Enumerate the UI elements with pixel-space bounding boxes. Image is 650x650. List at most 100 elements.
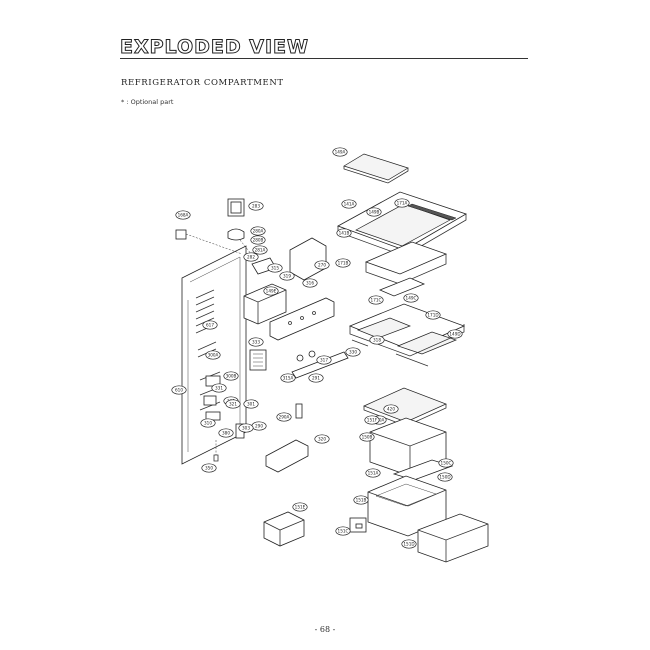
- page-number: - 68 -: [314, 625, 336, 634]
- svg-text:300B: 300B: [226, 374, 237, 379]
- svg-text:168A: 168A: [178, 213, 189, 218]
- svg-text:280B: 280B: [253, 238, 264, 243]
- svg-text:151A: 151A: [368, 471, 379, 476]
- callout-150c: 150C: [438, 458, 454, 468]
- svg-text:321: 321: [229, 402, 237, 407]
- dairy-case: [263, 511, 305, 547]
- section-subtitle: REFRIGERATOR COMPARTMENT: [121, 78, 284, 88]
- svg-text:282: 282: [247, 255, 255, 260]
- svg-text:350: 350: [205, 466, 213, 471]
- callout-300a: 300A: [205, 350, 221, 360]
- svg-text:149D: 149D: [449, 332, 460, 337]
- callout-420: 420: [383, 404, 399, 414]
- svg-text:280A: 280A: [253, 229, 264, 234]
- svg-text:270: 270: [318, 263, 326, 268]
- callout-300b: 300B: [223, 371, 239, 381]
- svg-text:149B: 149B: [369, 210, 380, 215]
- callout-141b: 141B: [336, 228, 352, 238]
- svg-text:291: 291: [312, 376, 320, 381]
- callout-168a: 168A: [175, 210, 191, 220]
- svg-text:171A: 171A: [397, 201, 408, 206]
- svg-text:380: 380: [222, 431, 230, 436]
- callout-151d: 151D: [401, 539, 417, 549]
- callout-149b: 149B: [366, 207, 382, 217]
- svg-text:617: 617: [206, 323, 214, 328]
- damper-cover: [289, 237, 327, 281]
- shelf-stack: [337, 153, 489, 563]
- control-panel: [269, 297, 335, 341]
- svg-text:141B: 141B: [339, 231, 350, 236]
- svg-text:303: 303: [242, 426, 250, 431]
- title-underline: [120, 58, 528, 59]
- svg-text:150D: 150D: [439, 475, 450, 480]
- pantry-drawer: [417, 513, 489, 563]
- svg-text:149E: 149E: [266, 289, 277, 294]
- callout-281a: 281A: [252, 245, 268, 255]
- top-shelf-glass: [343, 153, 409, 181]
- cabinet-wall: [175, 229, 247, 465]
- svg-text:320: 320: [318, 437, 326, 442]
- svg-text:310: 310: [204, 421, 212, 426]
- callout-270: 270: [314, 260, 330, 270]
- callout-319: 319: [279, 271, 295, 281]
- callout-380: 380: [218, 428, 234, 438]
- callout-149d: 149D: [447, 329, 463, 339]
- callout-171d: 171D: [425, 310, 441, 320]
- svg-text:151B: 151B: [356, 498, 367, 503]
- callout-350: 350: [201, 463, 217, 473]
- callout-317: 317: [316, 355, 332, 365]
- lamp-socket: [227, 228, 245, 241]
- svg-text:301: 301: [247, 402, 255, 407]
- callout-151f: 151F: [364, 415, 380, 425]
- callout-291: 291: [308, 373, 324, 383]
- callout-282: 282: [243, 252, 259, 262]
- callout-150d: 150D: [437, 472, 453, 482]
- callout-280a: 280A: [250, 226, 266, 236]
- svg-text:315: 315: [271, 266, 279, 271]
- svg-text:151D: 151D: [403, 542, 414, 547]
- callout-149e: 149E: [263, 286, 279, 296]
- top-bracket: [175, 229, 187, 240]
- svg-text:290A: 290A: [279, 415, 290, 420]
- svg-text:333: 333: [252, 340, 260, 345]
- callout-151e: 151E: [292, 502, 308, 512]
- callout-149c: 149C: [403, 293, 419, 303]
- svg-text:300A: 300A: [208, 353, 219, 358]
- svg-text:171D: 171D: [427, 313, 438, 318]
- optional-part-note: * : Optional part: [121, 98, 174, 106]
- callout-333: 333: [248, 337, 264, 347]
- callout-290a: 290A: [276, 412, 292, 422]
- svg-text:171B: 171B: [338, 261, 349, 266]
- callout-151a: 151A: [365, 468, 381, 478]
- svg-text:281A: 281A: [255, 248, 266, 253]
- svg-text:171C: 171C: [371, 298, 382, 303]
- callout-617: 617: [202, 320, 218, 330]
- callout-150b: 150B: [359, 432, 375, 442]
- svg-text:420: 420: [387, 407, 395, 412]
- callout-280b: 280B: [250, 235, 266, 245]
- svg-text:150B: 150B: [362, 435, 373, 440]
- callout-149a: 149A: [332, 147, 348, 157]
- callout-330: 330: [345, 347, 361, 357]
- callout-283: 283: [248, 201, 264, 211]
- callout-151c: 151C: [335, 526, 351, 536]
- svg-text:151F: 151F: [367, 418, 378, 423]
- callout-316: 316: [302, 278, 318, 288]
- svg-text:331: 331: [215, 386, 223, 391]
- callout-318: 318: [369, 335, 385, 345]
- callout-171c: 171C: [368, 295, 384, 305]
- callout-layer: 149A141A149B171A141B171B168A283280A280B2…: [171, 147, 463, 549]
- egg-tray: [265, 439, 309, 473]
- svg-text:318: 318: [373, 338, 381, 343]
- callout-171b: 171B: [335, 258, 351, 268]
- filter-grid: [249, 349, 267, 371]
- svg-text:149A: 149A: [335, 150, 346, 155]
- svg-text:151C: 151C: [338, 529, 349, 534]
- svg-text:151E: 151E: [295, 505, 306, 510]
- callout-310: 310: [200, 418, 216, 428]
- svg-text:290: 290: [255, 424, 263, 429]
- svg-text:150C: 150C: [441, 461, 452, 466]
- callout-171a: 171A: [394, 198, 410, 208]
- callout-290: 290: [251, 421, 267, 431]
